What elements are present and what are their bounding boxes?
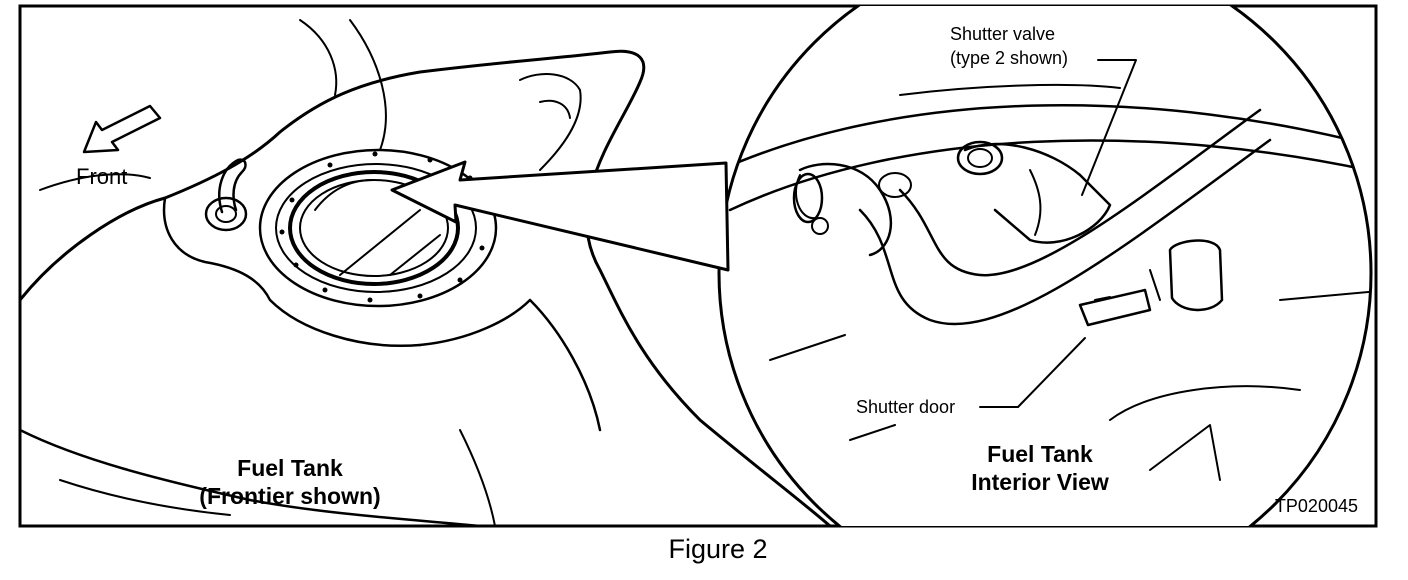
- shutter-valve-label-line2: (type 2 shown): [950, 48, 1068, 68]
- figure-code: TP020045: [1275, 496, 1358, 516]
- interior-label-line1: Fuel Tank: [987, 441, 1093, 467]
- front-label: Front: [76, 164, 127, 189]
- front-arrow-icon: [82, 104, 162, 154]
- zoom-callout-arrow: [390, 160, 730, 272]
- shutter-door-label: Shutter door: [856, 397, 955, 417]
- interior-label-line2: Interior View: [971, 469, 1109, 495]
- tank-label-line1: Fuel Tank: [237, 455, 343, 481]
- shutter-valve-label-line1: Shutter valve: [950, 24, 1055, 44]
- interior-view-drawing: [717, 6, 1373, 526]
- tank-label-line2: (Frontier shown): [199, 483, 380, 509]
- figure-caption: Figure 2: [668, 534, 767, 564]
- fuel-tank-drawing: [20, 19, 832, 526]
